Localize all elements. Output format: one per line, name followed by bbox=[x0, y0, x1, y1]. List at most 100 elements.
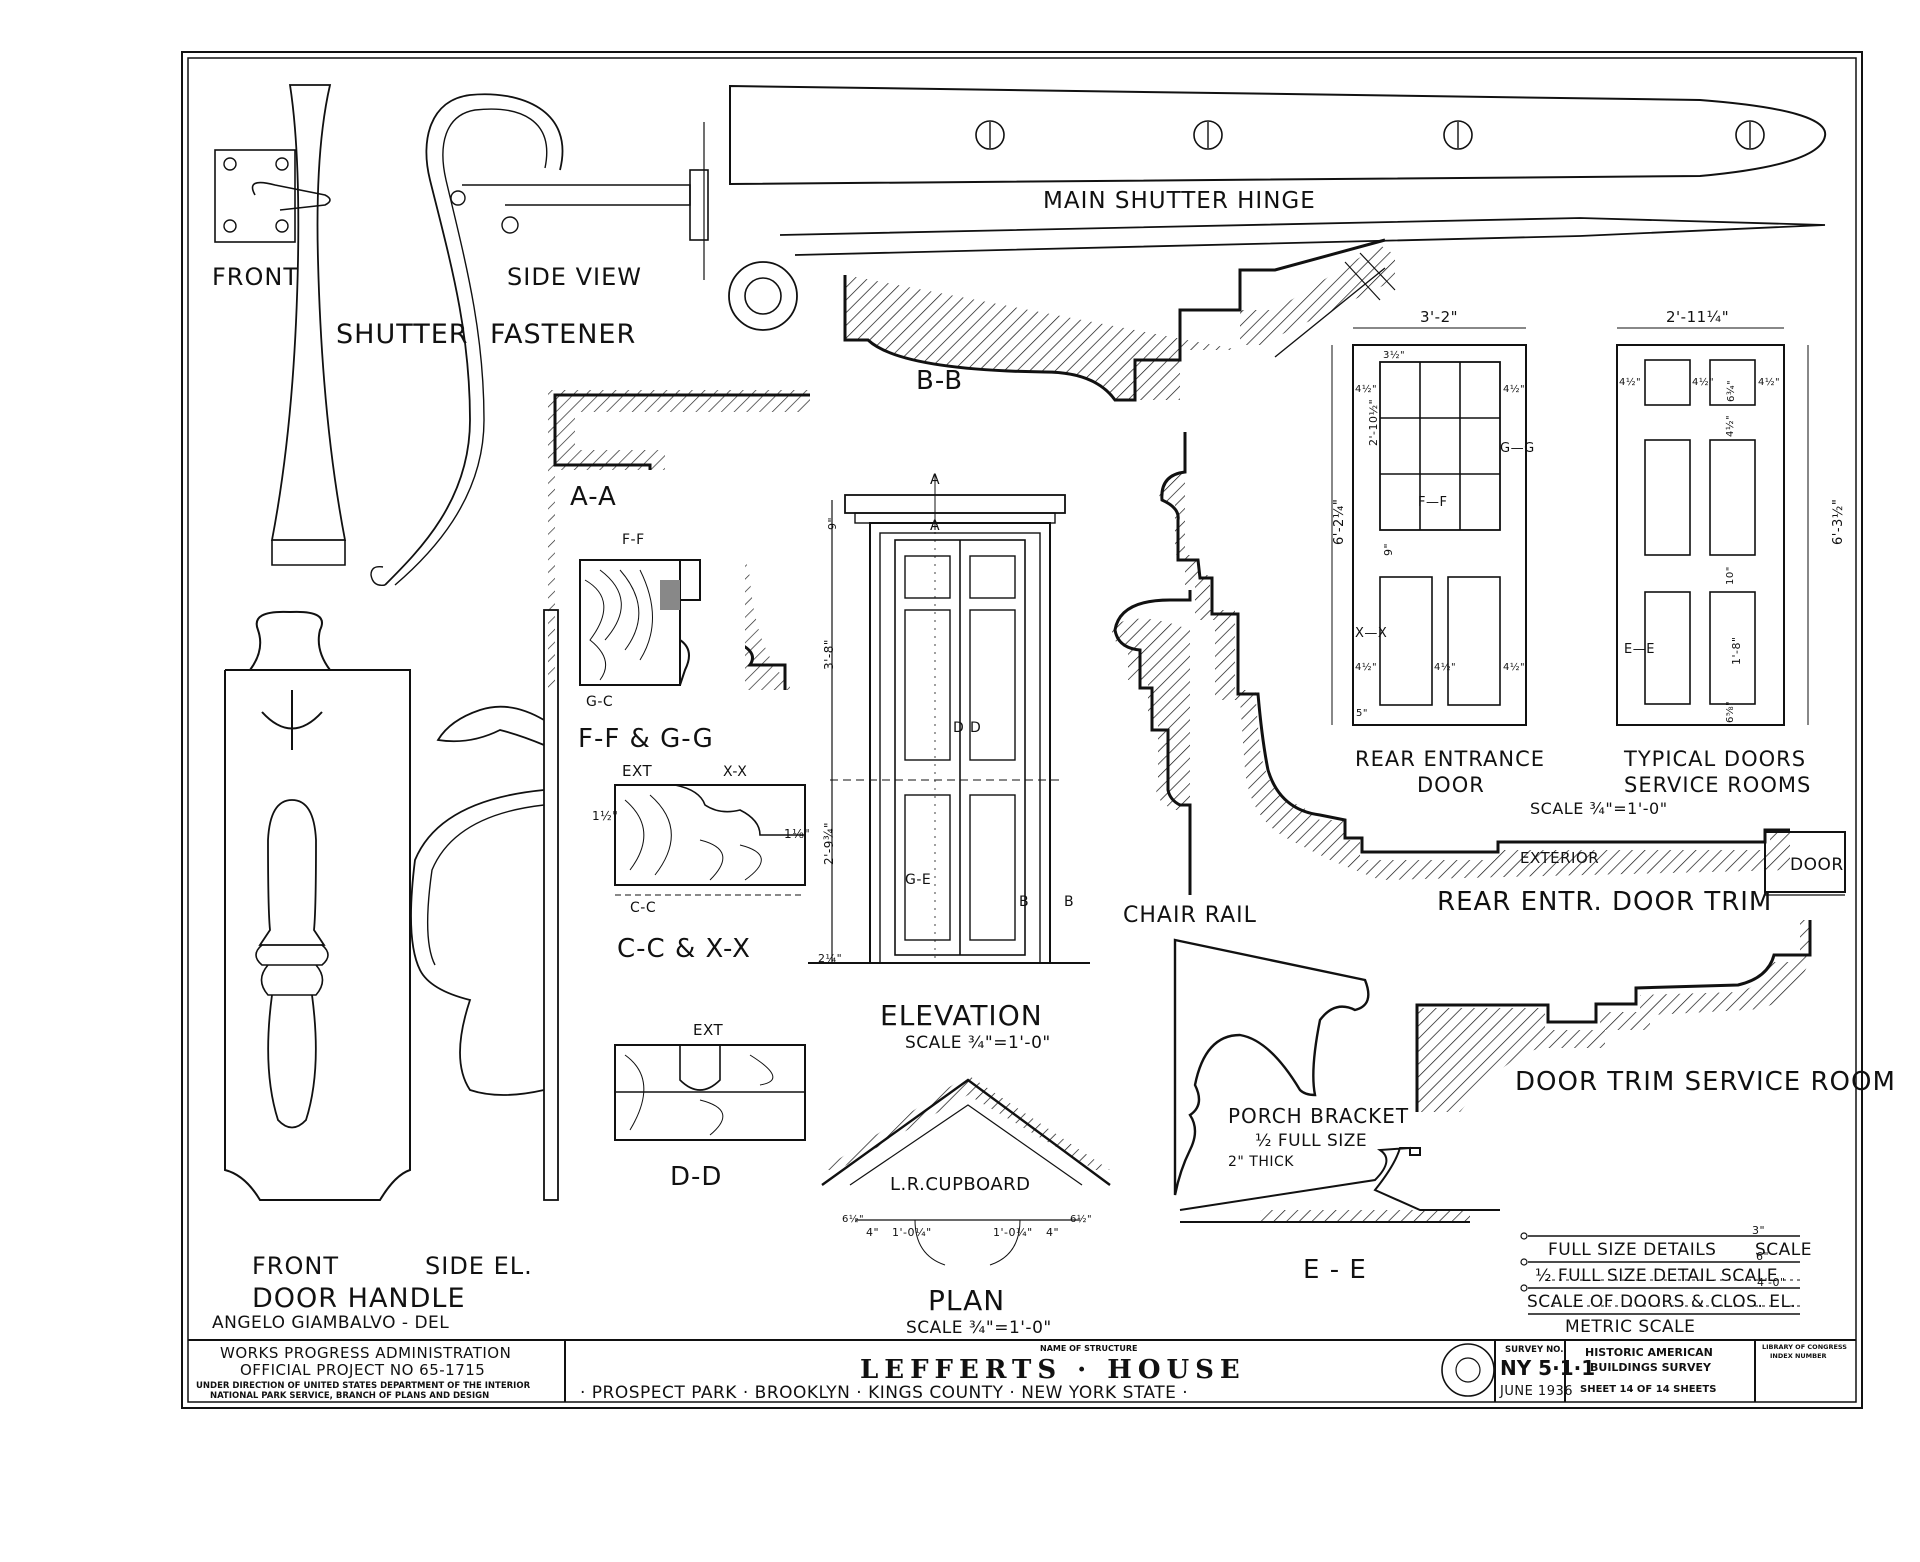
scale-4-label: METRIC SCALE bbox=[1565, 1317, 1695, 1337]
name-caption: NAME OF STRUCTURE bbox=[1040, 1344, 1137, 1353]
loc-line-2: INDEX NUMBER bbox=[1770, 1352, 1827, 1360]
typ-4a-dim: 4½" bbox=[1619, 376, 1641, 388]
rear-4a-dim: 4½" bbox=[1355, 383, 1377, 395]
typical-doors-label-1: TYPICAL DOORS bbox=[1623, 747, 1806, 771]
ee-label: E - E bbox=[1303, 1255, 1367, 1285]
typ-18-dim: 1'-8" bbox=[1730, 636, 1743, 665]
main-shutter-hinge-drawing bbox=[728, 84, 1827, 331]
typ-ee-mark: E—E bbox=[1624, 642, 1655, 657]
plan-6-dim: 6½" bbox=[1070, 1213, 1092, 1225]
shutter-label: SHUTTER bbox=[336, 319, 469, 350]
chair-rail-section bbox=[1111, 590, 1192, 895]
scale-tick-1: 3" bbox=[1752, 1224, 1765, 1237]
chair-rail-label: CHAIR RAIL bbox=[1123, 903, 1257, 928]
sheet-border-outer bbox=[181, 51, 1863, 1409]
rear-entrance-label-1: REAR ENTRANCE bbox=[1355, 747, 1545, 771]
delineator-label: ANGELO GIAMBALVO - DEL bbox=[212, 1313, 449, 1333]
rear-xx-mark: X—X bbox=[1355, 626, 1387, 641]
title-block-frame bbox=[564, 1340, 1756, 1402]
plan-label: PLAN bbox=[928, 1284, 1005, 1317]
elev-a-mid: A bbox=[930, 518, 940, 534]
cc-xx-section bbox=[614, 784, 806, 896]
rear-entrance-door bbox=[1331, 327, 1527, 726]
wpa-line-1: WORKS PROGRESS ADMINISTRATION bbox=[220, 1344, 511, 1362]
door-trim-service-section bbox=[1415, 920, 1812, 1112]
cc-xx-label: C-C & X-X bbox=[617, 934, 751, 964]
elev-lower-dim: 2'-9¾" bbox=[822, 822, 836, 865]
ff-gg-section bbox=[579, 559, 701, 686]
rear-entrance-trim-section bbox=[1159, 432, 1846, 896]
cc-tag: C-C bbox=[630, 900, 656, 916]
elev-b-1: B bbox=[1019, 894, 1029, 910]
plan-1-dim: 1'-0¼" bbox=[892, 1226, 932, 1239]
typ-6-dim: 6¾" bbox=[1726, 380, 1737, 402]
typical-service-door bbox=[1616, 327, 1809, 726]
rear-trim-label: REAR ENTR. DOOR TRIM bbox=[1437, 887, 1772, 917]
scale-1-label: FULL SIZE DETAILS bbox=[1548, 1240, 1716, 1260]
scale-1-suffix: SCALE bbox=[1755, 1240, 1812, 1260]
porch-bracket-drawing bbox=[1173, 938, 1500, 1223]
scale-tick-2: 6" bbox=[1756, 1250, 1769, 1263]
door-trim-service-label: DOOR TRIM SERVICE ROOM bbox=[1515, 1067, 1896, 1097]
elev-height-dim: 3'-8" bbox=[822, 639, 836, 670]
loc-seal bbox=[1441, 1343, 1495, 1397]
main-shutter-hinge-label: MAIN SHUTTER HINGE bbox=[1043, 188, 1316, 214]
door-tag: DOOR bbox=[1790, 855, 1844, 875]
typical-doors-label-2: SERVICE ROOMS bbox=[1624, 773, 1811, 797]
elev-bottom-dim: 2¼" bbox=[818, 952, 842, 965]
rear-entrance-label-2: DOOR bbox=[1417, 773, 1485, 797]
handle-front-label: FRONT bbox=[252, 1252, 339, 1280]
xx-tag: X-X bbox=[723, 764, 747, 780]
cc-14-dim: 1⅛" bbox=[784, 827, 810, 841]
wpa-line-3: UNDER DIRECTION OF UNITED STATES DEPARTM… bbox=[196, 1381, 531, 1391]
elev-ge: G-E bbox=[905, 872, 931, 888]
rear-5-dim: 5" bbox=[1356, 708, 1368, 719]
structure-location: · PROSPECT PARK · BROOKLYN · KINGS COUNT… bbox=[580, 1383, 1188, 1403]
elevation-door bbox=[808, 475, 1090, 964]
scale-3-label: SCALE OF DOORS & CLOS. EL. bbox=[1527, 1292, 1796, 1312]
rear-4d-dim: 4½" bbox=[1434, 661, 1456, 673]
plan-cupboard bbox=[821, 1075, 1111, 1266]
bb-section bbox=[843, 238, 1396, 402]
cupboard-label: L.R.CUPBOARD bbox=[890, 1174, 1031, 1195]
wpa-line-4: NATIONAL PARK SERVICE, BRANCH OF PLANS A… bbox=[210, 1391, 489, 1401]
elev-a-top: A bbox=[930, 472, 940, 488]
rear-height-dim: 6'-2¼" bbox=[1332, 499, 1347, 545]
typical-height-dim: 6'-3½" bbox=[1831, 499, 1846, 545]
scale-2-label: ½ FULL SIZE DETAIL SCALE bbox=[1535, 1266, 1778, 1286]
elev-d-2: D bbox=[970, 720, 981, 736]
plan-2-dim: 1'-0¼" bbox=[993, 1226, 1033, 1239]
cc-xx-ext-tag: EXT bbox=[622, 762, 652, 780]
shutter-fastener-drawing bbox=[214, 84, 709, 586]
rear-4b-dim: 4½" bbox=[1503, 383, 1525, 395]
typ-4c-dim: 4½" bbox=[1758, 376, 1780, 388]
door-handle-label: DOOR HANDLE bbox=[252, 1283, 466, 1314]
survey-date: JUNE 1936 bbox=[1499, 1384, 1573, 1399]
shutter-front-label: FRONT bbox=[212, 263, 299, 291]
rear-4e-dim: 4½" bbox=[1503, 661, 1525, 673]
doors-scale-label: SCALE ¾"=1'-0" bbox=[1530, 799, 1668, 818]
elevation-scale: SCALE ¾"=1'-0" bbox=[905, 1033, 1051, 1053]
rear-gg-mark: G—G bbox=[1500, 441, 1535, 456]
rear-ff-mark: F—F bbox=[1418, 495, 1447, 510]
structure-name: LEFFERTS · HOUSE bbox=[860, 1355, 1246, 1385]
rear-mid-dim: 2'-10½" bbox=[1367, 399, 1380, 446]
ff-gg-label: F-F & G-G bbox=[578, 724, 714, 754]
scale-tick-3: 4'-0" bbox=[1757, 1276, 1786, 1289]
graphic-scales bbox=[1520, 1232, 1800, 1315]
exterior-tag: EXTERIOR bbox=[1520, 849, 1599, 867]
rear-9-dim: 9" bbox=[1382, 543, 1395, 556]
sheet-border-inner bbox=[187, 57, 1857, 1403]
loc-line-1: LIBRARY OF CONGRESS bbox=[1762, 1343, 1847, 1351]
porch-thick-label: 2" THICK bbox=[1228, 1154, 1294, 1170]
typ-6b-dim: 6⅝" bbox=[1725, 701, 1736, 723]
handle-side-label: SIDE EL. bbox=[425, 1252, 533, 1280]
plan-4-dim: 4" bbox=[1046, 1226, 1059, 1239]
bb-label: B-B bbox=[916, 366, 963, 396]
elevation-label: ELEVATION bbox=[880, 999, 1043, 1032]
typ-4b-dim: 4½" bbox=[1692, 376, 1714, 388]
cc-12-dim: 1½" bbox=[592, 809, 618, 823]
survey-caption: SURVEY NO. bbox=[1505, 1345, 1563, 1355]
typ-4m-dim: 4½" bbox=[1724, 415, 1736, 437]
elev-9-dim: 9" bbox=[826, 517, 839, 530]
